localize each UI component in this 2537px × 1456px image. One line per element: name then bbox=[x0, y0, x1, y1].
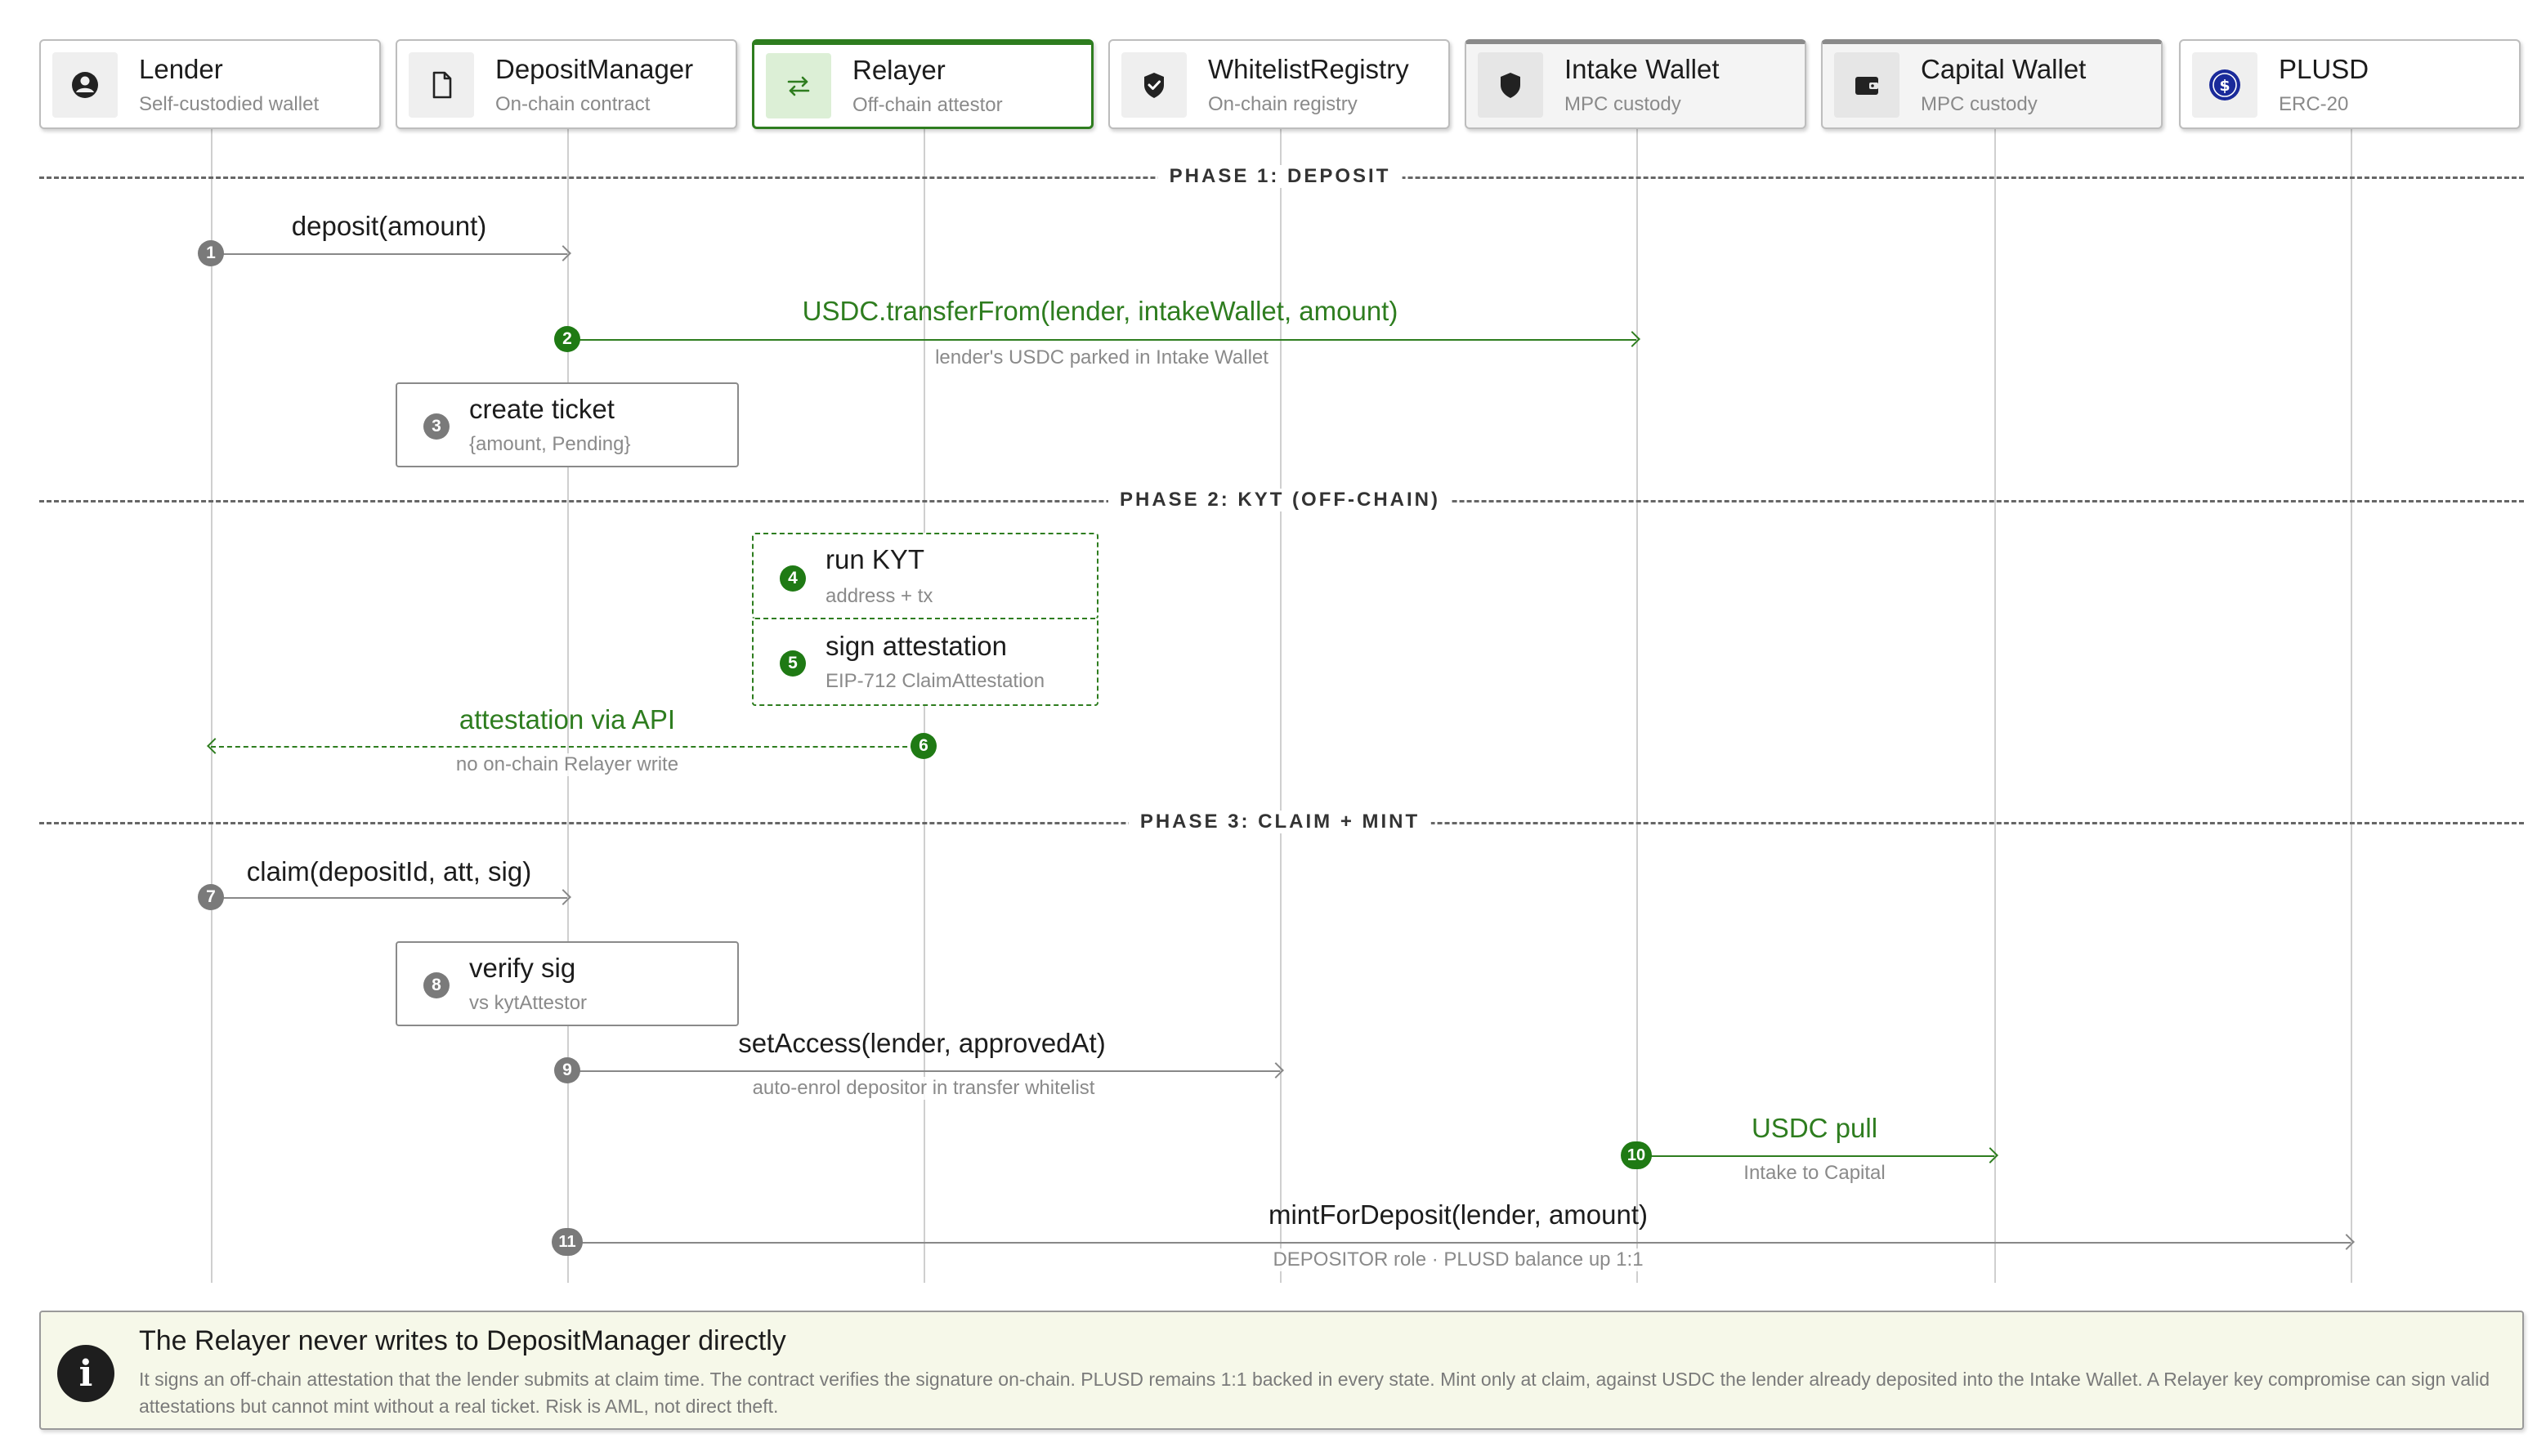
phase-label: PHASE 2: KYT (OFF-CHAIN) bbox=[1108, 489, 1452, 511]
actor-title: DepositManager bbox=[495, 54, 694, 84]
step-badge: 4 bbox=[780, 565, 806, 592]
actor-subtitle: MPC custody bbox=[1921, 93, 2038, 115]
wallet-icon bbox=[1834, 52, 1899, 118]
document-icon bbox=[409, 52, 474, 118]
step-badge: 10 bbox=[1621, 1141, 1652, 1169]
message-sublabel: lender's USDC parked in Intake Wallet bbox=[932, 346, 1272, 369]
step-badge: 5 bbox=[780, 650, 806, 677]
actor-capital-wallet: Capital Wallet MPC custody bbox=[1821, 39, 2163, 129]
actor-whitelist-registry: WhitelistRegistry On-chain registry bbox=[1108, 39, 1450, 129]
step-badge: 11 bbox=[552, 1228, 583, 1256]
message-arrow bbox=[211, 746, 924, 748]
message-label: claim(depositId, att, sig) bbox=[246, 856, 532, 887]
actor-title: WhitelistRegistry bbox=[1208, 54, 1409, 84]
message-label: deposit(amount) bbox=[291, 211, 487, 241]
note-subtitle: address + tx bbox=[826, 585, 933, 607]
actor-subtitle: Off-chain attestor bbox=[852, 94, 1003, 116]
lifeline-intake-wallet bbox=[1636, 129, 1638, 1283]
lifeline-deposit-manager bbox=[567, 129, 569, 1283]
actor-subtitle: Self-custodied wallet bbox=[139, 93, 320, 115]
actor-subtitle: On-chain registry bbox=[1208, 93, 1358, 115]
message-arrow bbox=[567, 1070, 1280, 1072]
info-callout: i The Relayer never writes to DepositMan… bbox=[39, 1311, 2524, 1430]
svg-text:$: $ bbox=[2219, 77, 2230, 95]
lifeline-whitelist-registry bbox=[1280, 129, 1282, 1283]
note-title: create ticket bbox=[469, 394, 615, 424]
message-label: setAccess(lender, approvedAt) bbox=[738, 1028, 1106, 1058]
actor-deposit-manager: DepositManager On-chain contract bbox=[396, 39, 737, 129]
message-label: mintForDeposit(lender, amount) bbox=[1268, 1199, 1649, 1230]
note-sign-attestation: 5 sign attestation EIP-712 ClaimAttestat… bbox=[752, 618, 1098, 706]
actor-subtitle: MPC custody bbox=[1564, 93, 1681, 115]
message-sublabel: Intake to Capital bbox=[1740, 1162, 1889, 1185]
actor-intake-wallet: Intake Wallet MPC custody bbox=[1465, 39, 1806, 129]
actor-lender: Lender Self-custodied wallet bbox=[39, 39, 381, 129]
actor-subtitle: On-chain contract bbox=[495, 93, 651, 115]
actor-title: Intake Wallet bbox=[1564, 54, 1720, 84]
actor-title: Relayer bbox=[852, 55, 946, 85]
lifeline-capital-wallet bbox=[1994, 129, 1996, 1283]
phase-label: PHASE 3: CLAIM + MINT bbox=[1128, 811, 1432, 833]
message-arrow bbox=[211, 253, 567, 255]
lifeline-relayer bbox=[924, 129, 925, 1283]
message-arrow bbox=[567, 1242, 2351, 1244]
actor-subtitle: ERC-20 bbox=[2279, 93, 2349, 115]
callout-body: It signs an off-chain attestation that t… bbox=[139, 1369, 2490, 1417]
message-sublabel: no on-chain Relayer write bbox=[452, 753, 682, 776]
note-subtitle: vs kytAttestor bbox=[469, 992, 588, 1014]
note-title: run KYT bbox=[826, 544, 925, 574]
message-arrow bbox=[567, 339, 1636, 341]
actor-title: Lender bbox=[139, 54, 223, 84]
note-subtitle: {amount, Pending} bbox=[469, 433, 631, 455]
step-badge: 1 bbox=[198, 240, 224, 266]
step-badge: 2 bbox=[554, 326, 580, 352]
callout-title: The Relayer never writes to DepositManag… bbox=[139, 1325, 786, 1356]
note-title: sign attestation bbox=[826, 631, 1007, 661]
actor-title: PLUSD bbox=[2279, 54, 2369, 84]
note-title: verify sig bbox=[469, 953, 576, 983]
phase-label: PHASE 1: DEPOSIT bbox=[1157, 165, 1403, 188]
step-badge: 6 bbox=[911, 733, 937, 759]
step-badge: 7 bbox=[198, 884, 224, 910]
lifeline-plusd bbox=[2351, 129, 2352, 1283]
swap-arrows-icon bbox=[766, 53, 831, 118]
user-circle-icon bbox=[52, 52, 118, 118]
note-verify-sig: 8 verify sig vs kytAttestor bbox=[396, 941, 739, 1026]
dollar-coin-icon: $ bbox=[2192, 52, 2257, 118]
message-sublabel: DEPOSITOR role · PLUSD balance up 1:1 bbox=[1269, 1248, 1647, 1271]
shield-icon bbox=[1478, 52, 1543, 118]
message-sublabel: auto-enrol depositor in transfer whiteli… bbox=[749, 1077, 1098, 1100]
note-subtitle: EIP-712 ClaimAttestation bbox=[826, 670, 1045, 692]
lifeline-lender bbox=[211, 129, 213, 1283]
note-run-kyt: 4 run KYT address + tx bbox=[752, 533, 1098, 619]
actor-plusd: $ PLUSD ERC-20 bbox=[2179, 39, 2521, 129]
step-badge: 9 bbox=[554, 1057, 580, 1083]
message-arrow bbox=[1636, 1155, 1994, 1157]
info-icon: i bbox=[57, 1345, 114, 1402]
actor-relayer: Relayer Off-chain attestor bbox=[752, 39, 1094, 129]
shield-check-icon bbox=[1121, 52, 1187, 118]
step-badge: 3 bbox=[423, 413, 450, 440]
message-label: USDC pull bbox=[1751, 1113, 1878, 1143]
actor-title: Capital Wallet bbox=[1921, 54, 2087, 84]
note-create-ticket: 3 create ticket {amount, Pending} bbox=[396, 382, 739, 467]
message-label: USDC.transferFrom(lender, intakeWallet, … bbox=[802, 296, 1398, 326]
message-label: attestation via API bbox=[459, 704, 676, 735]
step-badge: 8 bbox=[423, 972, 450, 998]
message-arrow bbox=[211, 897, 567, 899]
